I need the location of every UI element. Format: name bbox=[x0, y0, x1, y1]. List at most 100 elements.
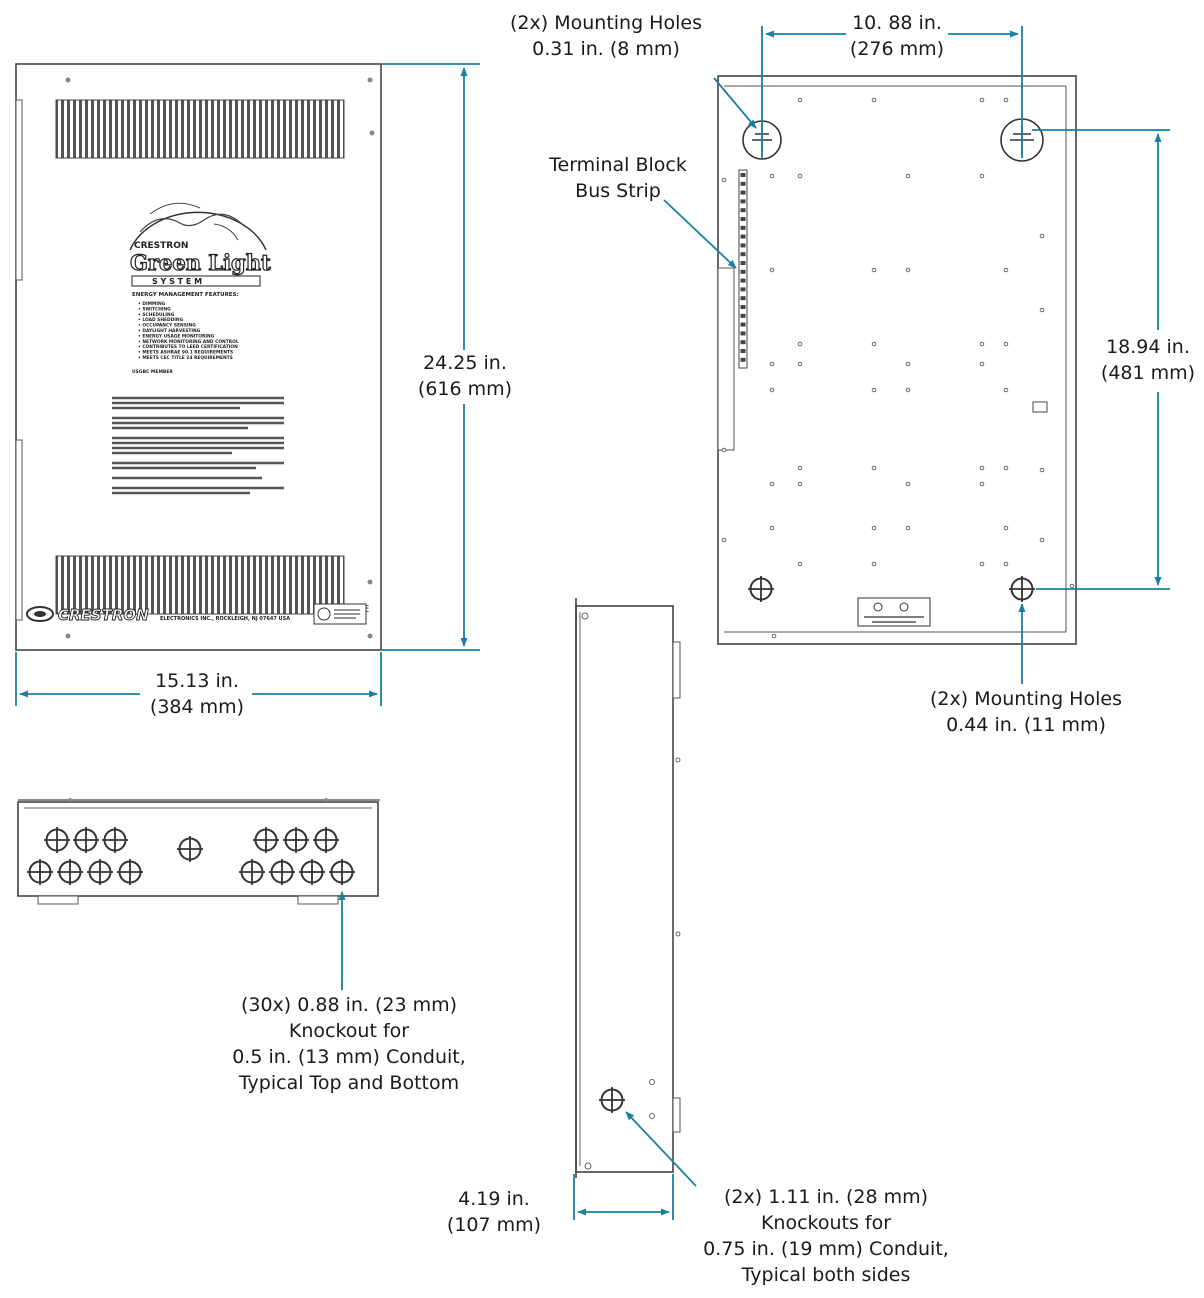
top-holes-count: (2x) Mounting Holes bbox=[510, 12, 702, 34]
terminal-contact bbox=[740, 269, 746, 274]
features-heading: ENERGY MANAGEMENT FEATURES: bbox=[132, 292, 239, 298]
panel-screw-point bbox=[1003, 525, 1009, 531]
terminal-contact bbox=[740, 190, 746, 195]
knockouts-tb-line3: 0.5 in. (13 mm) Conduit, bbox=[232, 1046, 466, 1068]
height-dimension-label: 24.25 in. (616 mm) bbox=[400, 350, 530, 402]
panel-screw-point bbox=[797, 561, 803, 567]
panel-screw-point bbox=[769, 525, 775, 531]
width-mm: (384 mm) bbox=[149, 696, 245, 718]
cover-system-band bbox=[131, 275, 261, 287]
terminal-contact bbox=[740, 296, 746, 301]
panel-screw-point bbox=[979, 561, 985, 567]
panel-screw-point bbox=[871, 97, 877, 103]
panel-screw-point bbox=[1069, 583, 1075, 589]
bottom-view-enclosure bbox=[17, 798, 380, 905]
front-screws bbox=[65, 77, 375, 639]
terminal-contact bbox=[740, 305, 746, 309]
panel-screw-point bbox=[905, 481, 911, 487]
panel-screw-point bbox=[979, 341, 985, 347]
knockouts-sides-callout: (2x) 1.11 in. (28 mm) Knockouts for 0.75… bbox=[678, 1184, 974, 1288]
panel-screw-point bbox=[905, 525, 911, 531]
panel-screw-point bbox=[871, 341, 877, 347]
width-dimension-label: 15.13 in. (384 mm) bbox=[124, 668, 270, 720]
cover-brand: CRESTRON bbox=[134, 241, 188, 251]
back-ul-label bbox=[857, 597, 931, 627]
panel-screw-point bbox=[797, 341, 803, 347]
terminal-contact bbox=[740, 331, 746, 336]
panel-screw-point bbox=[797, 361, 803, 367]
terminal-contact bbox=[740, 243, 746, 248]
footer-address: ELECTRONICS INC., ROCKLEIGH, NJ 07647 US… bbox=[160, 616, 290, 622]
panel-screw-point bbox=[871, 267, 877, 273]
terminal-block-callout: Terminal Block Bus Strip bbox=[530, 152, 706, 204]
knockouts-top-bottom-callout: (30x) 0.88 in. (23 mm) Knockout for 0.5 … bbox=[206, 992, 492, 1096]
terminal-block-contacts bbox=[740, 173, 746, 362]
feature-item: • SWITCHING bbox=[138, 306, 171, 312]
feature-item: • DIMMING bbox=[138, 301, 166, 307]
panel-screw-point bbox=[979, 361, 985, 367]
height-mm: (616 mm) bbox=[417, 378, 513, 400]
mount-spacing-v-mm: (481 mm) bbox=[1100, 362, 1196, 384]
ul-mark-icon bbox=[317, 607, 331, 621]
terminal-block-bus-strip bbox=[738, 169, 748, 369]
footer-brand: CRESTRON bbox=[58, 606, 149, 624]
terminal-contact bbox=[740, 173, 746, 177]
top-holes-size: 0.31 in. (8 mm) bbox=[532, 38, 680, 60]
back-panel-screw-points bbox=[721, 97, 1075, 639]
mount-spacing-v-inches: 18.94 in. bbox=[1106, 336, 1190, 358]
terminal-block-line2: Bus Strip bbox=[575, 180, 661, 202]
panel-screw-point bbox=[1003, 267, 1009, 273]
feature-item: • MEETS CEC TITLE 24 REQUIREMENTS bbox=[138, 355, 233, 361]
panel-screw-point bbox=[1003, 561, 1009, 567]
knockouts-tb-line1: (30x) 0.88 in. (23 mm) bbox=[240, 994, 458, 1016]
knockouts-side-line3: 0.75 in. (19 mm) Conduit, bbox=[703, 1238, 949, 1260]
terminal-contact bbox=[740, 234, 746, 239]
feature-item: • ENERGY USAGE MONITORING bbox=[138, 333, 215, 339]
width-inches: 15.13 in. bbox=[155, 670, 239, 692]
terminal-contact bbox=[740, 217, 746, 221]
panel-screw-point bbox=[871, 561, 877, 567]
terminal-contact bbox=[740, 181, 746, 186]
terminal-contact bbox=[740, 349, 746, 353]
terminal-contact bbox=[740, 199, 746, 204]
panel-screw-point bbox=[905, 361, 911, 367]
terminal-contact bbox=[740, 287, 746, 292]
globe-logo bbox=[129, 202, 267, 251]
feature-item: • SCHEDULING bbox=[138, 312, 175, 318]
panel-screw-point bbox=[871, 525, 877, 531]
panel-screw-point bbox=[871, 465, 877, 471]
panel-screw-point bbox=[771, 633, 777, 639]
hinge-strip bbox=[15, 99, 23, 621]
depth-dimension-label: 4.19 in. (107 mm) bbox=[436, 1186, 552, 1238]
warning-text-block bbox=[112, 396, 284, 495]
panel-screw-point bbox=[797, 97, 803, 103]
vent-louvers-bottom bbox=[55, 555, 345, 615]
terminal-contact bbox=[740, 225, 746, 230]
mount-spacing-horizontal-label: 10. 88 in. (276 mm) bbox=[830, 10, 964, 62]
panel-screw-point bbox=[1003, 341, 1009, 347]
panel-screw-point bbox=[979, 481, 985, 487]
panel-screw-point bbox=[769, 173, 775, 179]
panel-screw-point bbox=[1003, 97, 1009, 103]
vent-louvers-top bbox=[55, 99, 345, 159]
terminal-contact bbox=[740, 357, 746, 362]
panel-screw-point bbox=[905, 267, 911, 273]
panel-screw-point bbox=[797, 173, 803, 179]
panel-screw-point bbox=[905, 387, 911, 393]
feature-item: • LOAD SHEDDING bbox=[138, 317, 184, 323]
side-rail bbox=[717, 267, 735, 451]
bottom-mounting-holes-callout: (2x) Mounting Holes 0.44 in. (11 mm) bbox=[906, 686, 1146, 738]
feature-item: • OCCUPANCY SENSING bbox=[138, 323, 196, 329]
knockouts-tb-line2: Knockout for bbox=[288, 1020, 410, 1042]
panel-screw-point bbox=[1003, 387, 1009, 393]
feature-item: • CONTRIBUTES TO LEED CERTIFICATION bbox=[138, 344, 238, 350]
terminal-contact bbox=[740, 322, 746, 327]
panel-screw-point bbox=[721, 177, 727, 183]
terminal-contact bbox=[740, 278, 746, 283]
panel-screw-point bbox=[979, 465, 985, 471]
usgbc-member: USGBC MEMBER bbox=[132, 369, 173, 375]
feature-item: • MEETS ASHRAE 90.1 REQUIREMENTS bbox=[138, 350, 233, 356]
dimension-lines-side bbox=[573, 1111, 697, 1220]
panel-screw-point bbox=[1039, 307, 1045, 313]
mount-spacing-vertical-label: 18.94 in. (481 mm) bbox=[1094, 334, 1202, 386]
